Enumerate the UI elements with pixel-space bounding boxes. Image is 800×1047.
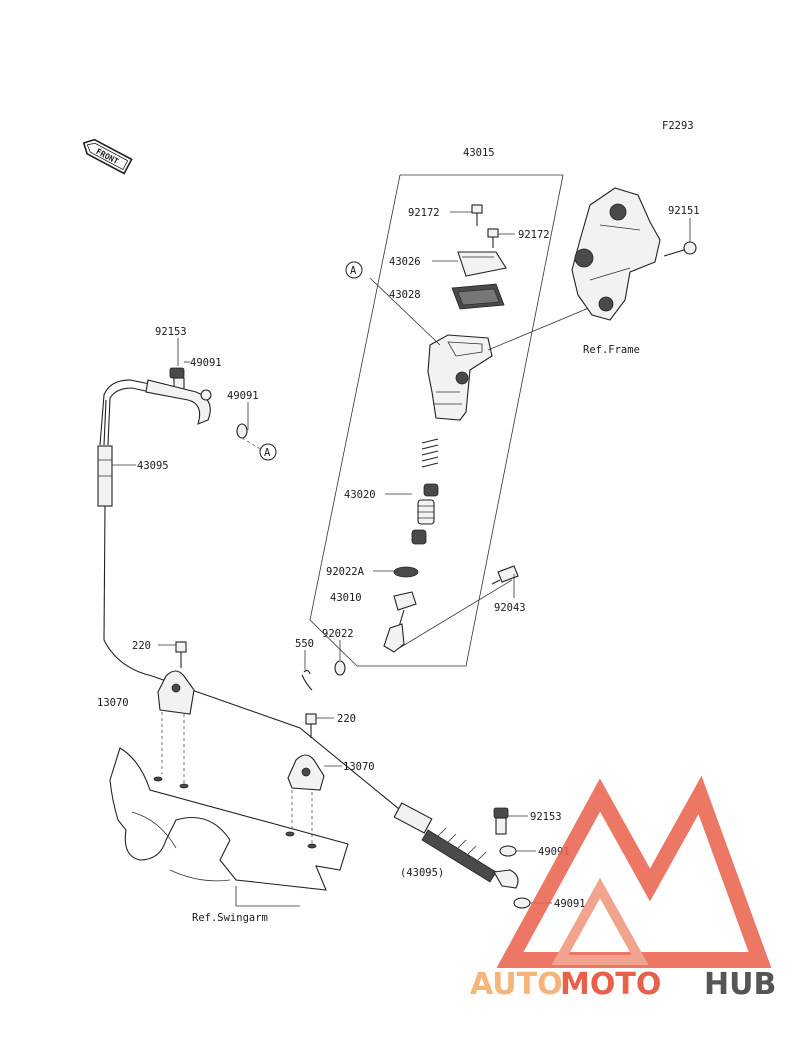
callout-43010: 43010: [330, 592, 362, 604]
reservoir-screw-left: [471, 204, 483, 226]
brake-hose: [97, 379, 411, 819]
cotter-pin: [301, 669, 313, 691]
washer-upper-right: [236, 423, 248, 439]
watermark-auto: AUTO: [470, 967, 563, 1002]
callout-13070-a: 13070: [97, 697, 129, 709]
leader-a-to-body: [369, 277, 441, 346]
callout-43020: 43020: [344, 489, 376, 501]
watermark-text: AUTO MOTO HUB: [470, 967, 776, 1002]
master-cylinder-body: [427, 334, 493, 421]
circlip: [393, 566, 419, 578]
callout-92043: 92043: [494, 602, 526, 614]
frame-bracket: [571, 187, 661, 321]
washer-lower-1: [499, 845, 517, 857]
marker-a-bottom: A: [259, 443, 277, 461]
hose-clamp-left: [157, 641, 195, 786]
callout-43028: 43028: [389, 289, 421, 301]
callout-92153-a: 92153: [155, 326, 187, 338]
front-arrow-icon: FRONT: [82, 138, 133, 175]
ref-frame-label: Ref.Frame: [583, 344, 640, 356]
callout-43015: 43015: [463, 147, 495, 159]
hose-lower-end: [393, 802, 519, 889]
ref-swingarm-label: Ref.Swingarm: [192, 912, 268, 924]
watermark-logo: [496, 775, 772, 968]
marker-a-top-letter: A: [350, 265, 357, 277]
callout-92172-b: 92172: [518, 229, 550, 241]
push-rod: [383, 579, 513, 653]
callout-49091-b: 49091: [227, 390, 259, 402]
banjo-bolt-lower: [493, 807, 509, 835]
marker-a-top: A: [345, 261, 363, 279]
reservoir-diaphragm: [451, 283, 505, 310]
callout-92172-a: 92172: [408, 207, 440, 219]
clevis-pin: [491, 565, 519, 585]
figure-code: F2293: [662, 120, 694, 132]
marker-a-bottom-letter: A: [264, 447, 271, 459]
piston-kit: [411, 438, 439, 545]
callout-13070-b: 13070: [343, 761, 375, 773]
callout-43026: 43026: [389, 256, 421, 268]
callout-220-b: 220: [337, 713, 356, 725]
reservoir-cap: [457, 251, 507, 277]
callout-49091-d: 49091: [554, 898, 586, 910]
callout-92022A: 92022A: [326, 566, 365, 578]
swingarm-outline: [109, 747, 349, 891]
callout-92151: 92151: [668, 205, 700, 217]
reservoir-screw-right: [487, 228, 499, 248]
callout-49091-a: 49091: [190, 357, 222, 369]
watermark-hub: HUB: [704, 967, 776, 1002]
callout-43095-ref: (43095): [400, 867, 444, 879]
callout-550: 550: [295, 638, 314, 650]
watermark-moto: MOTO: [560, 967, 661, 1002]
washer-92022: [334, 660, 346, 676]
callout-92022: 92022: [322, 628, 354, 640]
callout-92153-b: 92153: [530, 811, 562, 823]
callout-43095: 43095: [137, 460, 169, 472]
washer-lower-2: [513, 897, 531, 909]
hose-clamp-right: [287, 713, 325, 846]
frame-bolt: [663, 241, 697, 257]
callout-220-a: 220: [132, 640, 151, 652]
assembly-bracket: [309, 174, 564, 667]
